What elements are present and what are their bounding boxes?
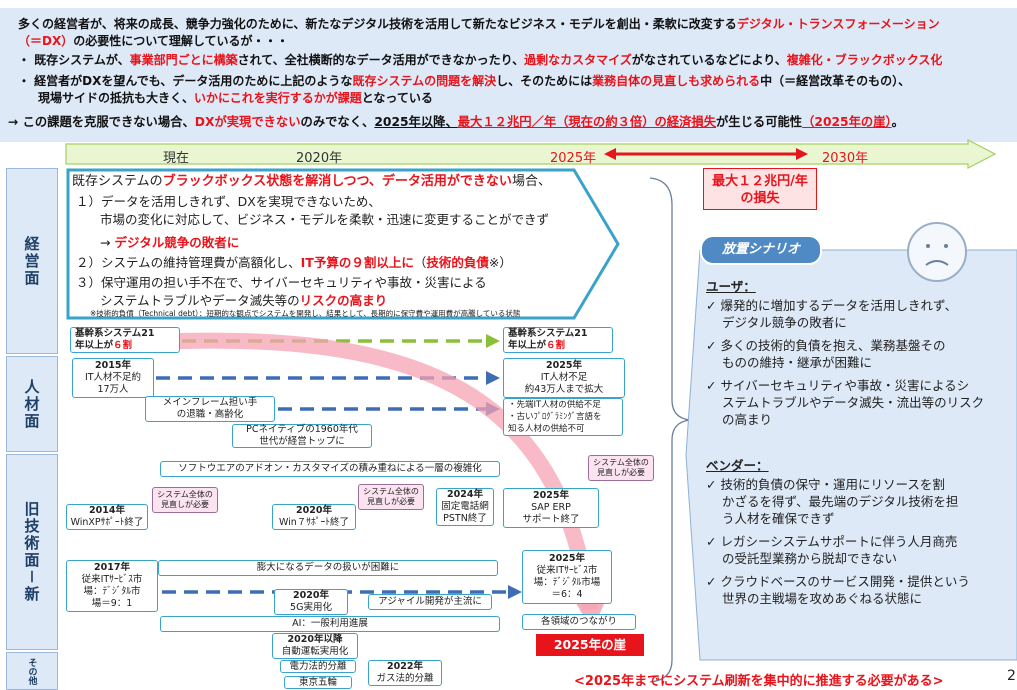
- user-heading: ユーザ：: [706, 279, 756, 294]
- pc-native-box: PCネイティブの1960年代世代が経営トップに: [232, 424, 372, 448]
- timeline-2030: 2030年: [822, 151, 869, 166]
- review-bubble-2: システム全体の見直しが必要: [358, 484, 424, 510]
- user-item: ✓ サイバーセキュリティや事故・災害によるシ: [706, 378, 970, 393]
- row-header-other: その他: [6, 652, 58, 690]
- vendor-heading: ベンダー：: [706, 458, 769, 473]
- loss-box: 最大１２兆円/年 の損失: [703, 168, 817, 210]
- timeline-2025: 2025年: [550, 151, 597, 166]
- mgmt-line-3: 市場の変化に対応して、ビジネス・モデルを柔軟・迅速に変更することができず: [100, 212, 550, 227]
- autonomous-box: 2020年以降自動運転実用化: [272, 633, 358, 659]
- summary-line-2: （＝DX）の必要性について理解しているが・・・: [18, 34, 289, 48]
- mgmt-line-2: １）データを活用しきれず、DXを実現できないため、: [76, 194, 381, 209]
- connection-box: 各領域のつながり: [522, 614, 636, 630]
- user-item: ステムトラブルやデータ滅失・流出等のリスク: [722, 395, 985, 410]
- row-header-management: 経営面: [6, 168, 58, 354]
- user-item: ✓ 爆発的に増加するデータを活用しきれず、: [706, 298, 958, 313]
- brace: [649, 177, 691, 683]
- advanced-it-box: ・先端IT人材の供給不足・古いﾌﾟﾛｸﾞﾗﾐﾝｸﾞ言語を知る人材の供給不可: [503, 398, 623, 436]
- mainframe-box: メインフレーム担い手の退職・高齢化: [145, 396, 275, 422]
- management-chevron: [66, 168, 620, 320]
- vendor-item: ✓ クラウドベースのサービス開発・提供という: [706, 574, 970, 589]
- vendor-item: 世界の主戦場を攻めあぐねる状態に: [722, 591, 923, 606]
- vendor-item: かざるを得ず、最先端のデジタル技術を担: [722, 494, 959, 509]
- mgmt-line-5: ２）システムの維持管理費が高額化し、IT予算の９割以上に（技術的負債※）: [76, 255, 512, 270]
- mgmt-line-1: 既存システムのブラックボックス状態を解消しつつ、データ活用ができない場合、: [72, 174, 551, 189]
- summary-panel: 多くの経営者が、将来の成長、競争力強化のために、新たなデジタル技術を活用して新た…: [0, 8, 1017, 142]
- summary-line-5: 現場サイドの抵抗も大きく、いかにこれを実行するかが課題となっている: [38, 91, 433, 105]
- user-item: デジタル競争の敗者に: [722, 315, 847, 330]
- olympics-box: 東京五輪: [284, 676, 352, 689]
- footer-message: <2025年までにシステム刷新を集中的に推進する必要がある>: [574, 674, 944, 689]
- summary-line-1: 多くの経営者が、将来の成長、競争力強化のために、新たなデジタル技術を活用して新た…: [18, 17, 940, 31]
- timeline-arrow: [65, 139, 997, 169]
- core-system-now: 基幹系システム21 年以上が６割: [70, 327, 180, 353]
- user-item: ✓ 多くの技術的負債を抱え、業務基盤その: [706, 338, 946, 353]
- user-item: の高まり: [722, 412, 773, 427]
- summary-line-4: ・ 経営者がDXを望んでも、データ活用のために上記のような既存システムの問題を解…: [18, 74, 911, 88]
- vendor-item: の受託型業務から脱却できない: [722, 551, 898, 566]
- addon-complexity-box: ソフトウエアのアドオン・カスタマイズの積み重ねによる一層の複雑化: [160, 461, 500, 477]
- data-handling-box: 膨大になるデータの扱いが困難に: [158, 560, 498, 576]
- summary-line-6: → この課題を克服できない場合、DXが実現できないのみでなく、2025年以降、最…: [8, 115, 904, 129]
- timeline-2020: 2020年: [296, 151, 343, 166]
- vendor-list: ✓ 技術的負債の保守・運用にリソースを割かざるを得ず、最先端のデジタル技術を担う…: [706, 476, 970, 607]
- summary-line-3: ・ 既存システムが、事業部門ごとに構築されて、全社横断的なデータ活用ができなかっ…: [18, 53, 943, 67]
- row-header-people: 人材面: [6, 356, 58, 452]
- row-header-technology: 旧技術面－新: [6, 454, 58, 650]
- mgmt-line-6: ３）保守運用の担い手不在で、サイバーセキュリティや事故・災害による: [76, 275, 487, 290]
- review-bubble-3: システム全体の見直しが必要: [588, 455, 654, 481]
- loss-label: の損失: [740, 191, 780, 206]
- user-item: ものの維持・継承が困難に: [722, 355, 873, 370]
- vendor-item: ✓ 技術的負債の保守・運用にリソースを割: [706, 477, 945, 492]
- agile-box: アジャイル開発が主流に: [368, 594, 492, 610]
- page-number: 2: [1007, 668, 1016, 684]
- cliff-label: 2025年の崖: [536, 634, 644, 656]
- core-system-2025: 基幹系システム21 年以上が６割: [503, 327, 613, 353]
- vendor-item: う人材を確保できず: [722, 511, 835, 526]
- power-separation-box: 電力法的分離: [280, 660, 356, 673]
- market-2017-box: 2017年従来ITｻｰﾋﾞｽ市場：ﾃﾞｼﾞﾀﾙ市場＝9：1: [66, 560, 158, 612]
- review-bubble-1: システム全体の見直しが必要: [152, 487, 218, 513]
- gas-separation-box: 2022年ガス法的分離: [368, 660, 442, 686]
- vendor-item: ✓ レガシーシステムサポートに伴う人月商売: [706, 534, 958, 549]
- user-list: ✓ 爆発的に増加するデータを活用しきれず、デジタル競争の敗者に ✓ 多くの技術的負…: [706, 297, 984, 428]
- market-2025-box: 2025年従来ITｻｰﾋﾞｽ市場：ﾃﾞｼﾞﾀﾙ市場＝6：4: [522, 550, 612, 604]
- scenario-title: 放置シナリオ: [700, 235, 822, 265]
- timeline-now: 現在: [163, 151, 190, 166]
- mgmt-line-4: → デジタル競争の敗者に: [100, 235, 240, 250]
- sad-face-icon: [907, 222, 967, 282]
- tech-debt-note: ※技術的負債（Technical debt）：短期的な観点でシステムを開発し、結…: [90, 309, 521, 318]
- loss-amount: 最大１２兆円/年: [712, 174, 808, 189]
- mgmt-line-7: システムトラブルやデータ滅失等のリスクの高まり: [100, 293, 388, 308]
- ai-box: AI：一般利用進展: [160, 616, 500, 632]
